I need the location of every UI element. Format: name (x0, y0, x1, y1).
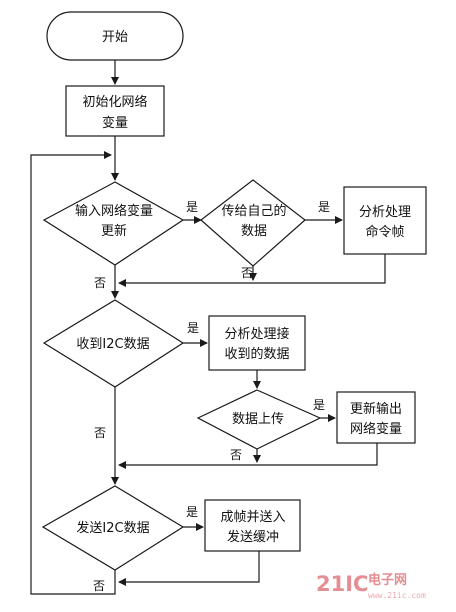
no-label-send: 否 (93, 579, 105, 593)
pass-label-line2: 数据 (241, 224, 267, 239)
analyze-recv-line2: 收到的数据 (224, 346, 289, 362)
analyze-cmd-box (343, 186, 427, 255)
yes-label-update: 是 (186, 200, 198, 214)
watermark-logo-text: 21IC (316, 572, 368, 596)
update-label-line1: 输入网络变量 (75, 203, 153, 219)
frame-send-box (204, 499, 301, 552)
watermark-logo: 21IC 电子网 www.21ic.com (316, 572, 426, 600)
watermark-brand-text: 电子网 (368, 572, 407, 588)
decision-update (42, 181, 185, 266)
frame-send-line1: 成帧并送入 (220, 510, 285, 525)
analyze-cmd-line2: 命令帧 (365, 224, 404, 240)
init-label-line2: 变量 (102, 115, 128, 131)
yes-label-pass: 是 (318, 200, 330, 214)
no-label-pass: 否 (241, 266, 253, 280)
update-label-line2: 更新 (101, 223, 127, 239)
arrow-frame-return (118, 551, 260, 586)
pass-label-line1: 传给自己的 (221, 203, 286, 219)
init-box (65, 85, 165, 137)
no-label-upload: 否 (230, 448, 242, 462)
analyze-recv-line1: 分析处理接 (224, 326, 289, 342)
start-terminal (46, 11, 184, 61)
update-out-line1: 更新输出 (350, 401, 402, 417)
yes-label-upload: 是 (313, 398, 325, 412)
watermark-url-text: www.21ic.com (368, 591, 426, 600)
yes-label-send: 是 (186, 505, 198, 519)
decision-pass (200, 179, 306, 267)
arrow-analyze-return (118, 254, 386, 287)
analyze-cmd-line1: 分析处理 (359, 205, 411, 220)
no-label-update: 否 (94, 276, 106, 290)
analyze-recv-box (208, 315, 306, 371)
frame-send-line2: 发送缓冲 (227, 529, 279, 545)
yes-label-recv: 是 (187, 321, 199, 335)
decision-i2c-send (41, 485, 185, 571)
no-label-recv: 否 (94, 426, 106, 440)
arrow-loop-back (30, 151, 116, 595)
arrow-updateout-return (118, 443, 378, 469)
i2c-recv-label: 收到I2C数据 (76, 337, 149, 352)
decision-i2c-recv (42, 299, 185, 388)
update-out-line2: 网络变量 (350, 421, 402, 437)
update-out-box (336, 391, 416, 444)
i2c-send-label: 发送I2C数据 (76, 520, 149, 536)
connectors (30, 60, 386, 595)
start-label: 开始 (102, 30, 128, 45)
upload-label: 数据上传 (232, 412, 284, 427)
decision-upload (196, 389, 322, 450)
init-label-line1: 初始化网络 (82, 94, 147, 110)
